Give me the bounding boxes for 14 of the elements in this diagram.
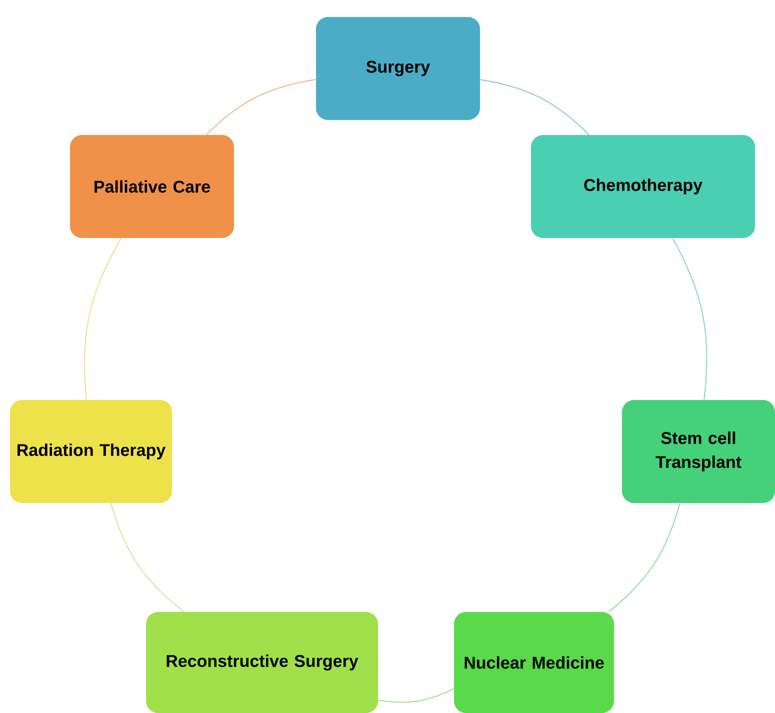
process-box: Reconstructive Surgery	[146, 612, 378, 713]
process-box: Palliative Care	[70, 135, 234, 238]
connector-arc	[110, 502, 184, 612]
process-box: Surgery	[316, 17, 480, 120]
connector-arc	[378, 688, 454, 703]
connector-arc	[672, 238, 708, 400]
connector-arc	[480, 79, 590, 136]
process-box: Nuclear Medicine	[454, 612, 614, 713]
process-box: Radiation Therapy	[10, 400, 172, 503]
connector-arc	[608, 502, 680, 612]
process-box: Stem cell Transplant	[622, 400, 775, 503]
connector-arc	[84, 238, 122, 400]
process-box: Chemotherapy	[531, 135, 755, 238]
connector-arc	[206, 78, 316, 136]
